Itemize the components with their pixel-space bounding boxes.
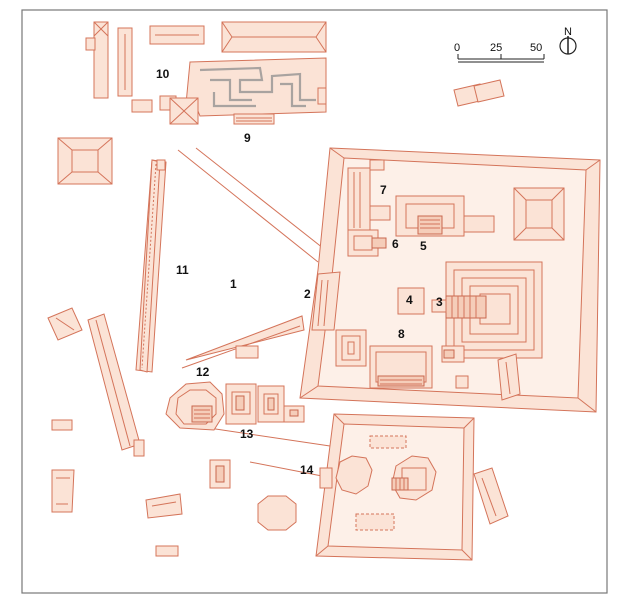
scale-tick-0: 0 bbox=[454, 42, 460, 54]
north-arrow-icon: N bbox=[559, 26, 577, 55]
structure-11 bbox=[135, 159, 167, 373]
structure-west-pyramid bbox=[57, 137, 113, 185]
map-frame bbox=[21, 9, 608, 594]
structure-14-platform bbox=[315, 413, 509, 561]
north-label: N bbox=[564, 26, 572, 38]
scale-tick-50: 50 bbox=[530, 42, 542, 54]
label-14: 14 bbox=[300, 463, 314, 477]
label-8: 8 bbox=[398, 327, 405, 341]
structure-ne-small bbox=[453, 79, 505, 107]
structure-group-12-13 bbox=[165, 381, 305, 431]
label-9: 9 bbox=[244, 131, 251, 145]
label-4: 4 bbox=[406, 293, 413, 307]
map-labels: 1 2 3 4 5 6 7 8 9 10 11 12 13 14 bbox=[156, 67, 443, 477]
label-6: 6 bbox=[392, 237, 399, 251]
acropolis-platform bbox=[299, 147, 601, 413]
label-7: 7 bbox=[380, 183, 387, 197]
label-3: 3 bbox=[436, 295, 443, 309]
label-12: 12 bbox=[196, 365, 210, 379]
label-2: 2 bbox=[304, 287, 311, 301]
scale-bar: 0 25 50 bbox=[454, 42, 545, 63]
label-13: 13 bbox=[240, 427, 254, 441]
label-1: 1 bbox=[230, 277, 237, 291]
label-10: 10 bbox=[156, 67, 170, 81]
label-5: 5 bbox=[420, 239, 427, 253]
structure-south-misc bbox=[51, 459, 297, 557]
structure-west-small bbox=[47, 307, 145, 457]
scale-tick-25: 25 bbox=[490, 42, 502, 54]
label-11: 11 bbox=[176, 263, 189, 277]
structure-group-10 bbox=[85, 21, 327, 125]
